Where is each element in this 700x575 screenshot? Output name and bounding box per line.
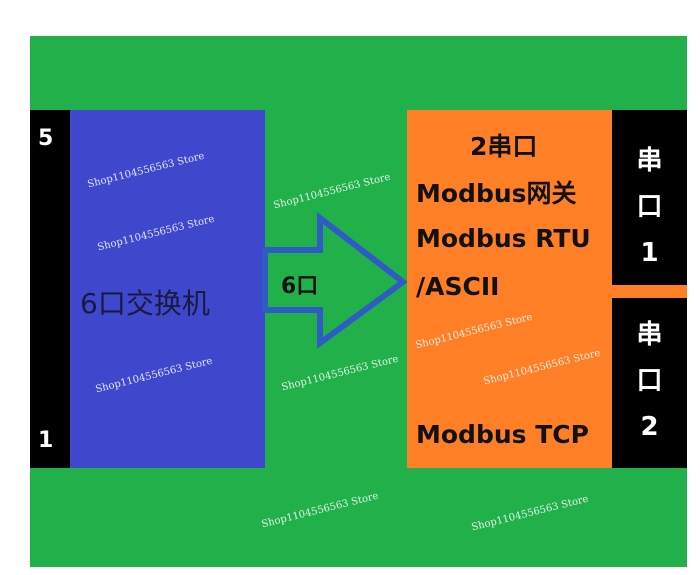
switch-label: 6口交换机 xyxy=(80,287,210,320)
serial-port-1-char: 口 xyxy=(636,192,663,222)
serial-port-1-char: 1 xyxy=(640,238,659,268)
gateway-name: Modbus网关 xyxy=(416,179,577,208)
switch-block xyxy=(70,110,265,468)
serial-port-2-char: 串 xyxy=(636,320,663,350)
arrow-label: 6口 xyxy=(281,274,319,299)
protocol-ascii: /ASCII xyxy=(416,272,500,301)
gateway-title: 2串口 xyxy=(470,132,538,161)
port-number-bottom: 1 xyxy=(38,428,54,453)
serial-port-2: 串 口 2 xyxy=(612,298,687,468)
serial-port-2-char: 2 xyxy=(640,412,659,442)
protocol-rtu: Modbus RTU xyxy=(416,224,591,253)
protocol-tcp: Modbus TCP xyxy=(416,420,589,449)
big-arrow-shape xyxy=(262,211,408,349)
port-number-top: 5 xyxy=(38,126,54,151)
serial-port-1: 串 口 1 xyxy=(612,110,687,285)
switch-port-strip xyxy=(30,110,70,468)
serial-port-2-char: 口 xyxy=(636,366,663,396)
serial-port-1-char: 串 xyxy=(636,146,663,176)
